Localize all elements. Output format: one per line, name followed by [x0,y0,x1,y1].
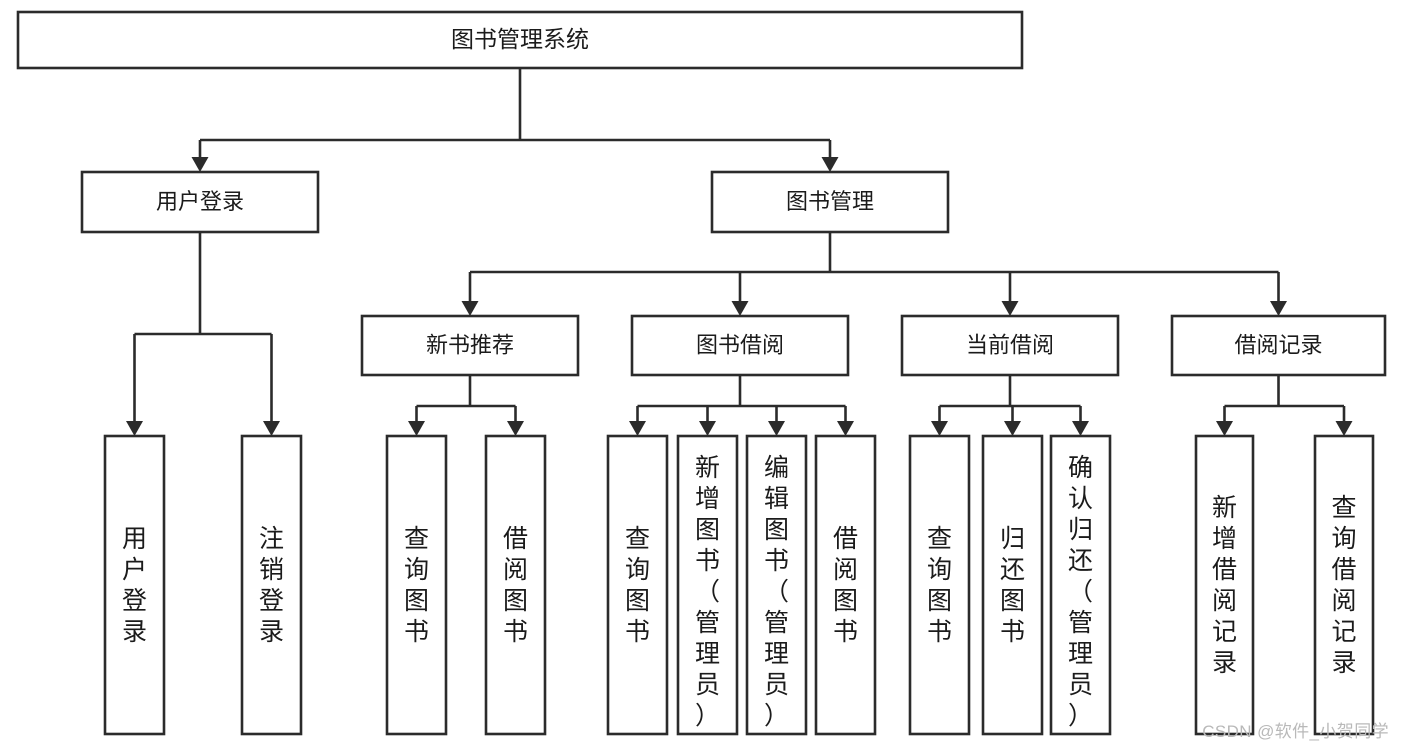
connector-book-borrow-to-leaf-query-book-borrow-arrowhead [629,421,646,436]
node-current-borrow[interactable]: 当前借阅 [900,314,1120,377]
node-leaf-borrow-book-rec-box [484,434,547,736]
connector-book-manage-to-new-book-recommend-arrowhead [461,301,479,316]
node-leaf-confirm-return[interactable]: 确认归还（管理员） [1049,434,1112,736]
connector-layer [126,68,1353,436]
node-book-borrow-label: 图书借阅 [696,332,784,357]
node-leaf-query-book-borrow[interactable]: 查询图书 [606,434,669,736]
node-leaf-logout-box [240,434,303,736]
node-leaf-user-login[interactable]: 用户登录 [103,434,166,736]
node-leaf-borrow-book-label: 借阅图书 [833,525,858,646]
node-leaf-confirm-return-box [1049,434,1112,736]
node-leaf-user-login-label: 用户登录 [122,525,147,646]
node-leaf-query-book-borrow-label: 查询图书 [625,525,650,646]
node-leaf-query-book-current-label: 查询图书 [927,525,952,646]
node-leaf-query-book-rec-box [385,434,448,736]
connector-book-borrow-to-leaf-borrow-book-arrowhead [837,421,854,436]
node-leaf-query-book-rec-label: 查询图书 [404,525,429,646]
connector-user-login-to-leaf-user-login-arrowhead [126,421,143,436]
node-leaf-edit-book[interactable]: 编辑图书（管理员） [745,434,808,736]
node-book-manage[interactable]: 图书管理 [710,170,950,234]
node-borrow-record[interactable]: 借阅记录 [1170,314,1387,377]
connector-user-login-to-leaf-logout-arrowhead [263,421,280,436]
node-leaf-return-book-label: 归还图书 [1000,525,1025,646]
node-current-borrow-box [900,314,1120,377]
node-current-borrow-label: 当前借阅 [966,332,1054,357]
node-leaf-query-book-rec[interactable]: 查询图书 [385,434,448,736]
node-user-login-box [80,170,320,234]
node-leaf-query-book-current-box [908,434,971,736]
node-leaf-add-record[interactable]: 新增借阅记录 [1194,434,1255,736]
node-leaf-query-record[interactable]: 查询借阅记录 [1313,434,1375,736]
node-root-root[interactable]: 图书管理系统 [16,10,1024,70]
node-leaf-query-book-current[interactable]: 查询图书 [908,434,971,736]
node-leaf-logout-label: 注销登录 [259,525,284,646]
node-leaf-query-record-label: 查询借阅记录 [1331,494,1356,677]
connector-new-book-recommend-to-leaf-query-book-rec-arrowhead [408,421,425,436]
connector-current-borrow-to-leaf-return-book-arrowhead [1004,421,1021,436]
node-leaf-add-record-box [1194,434,1255,736]
connector-borrow-record-to-leaf-query-record-arrowhead [1335,421,1353,436]
node-book-manage-label: 图书管理 [786,189,874,214]
connector-root-to-user-login-arrowhead [191,157,209,172]
connector-root-to-book-manage-arrowhead [821,157,839,172]
node-user-login[interactable]: 用户登录 [80,170,320,234]
node-leaf-add-book-box [676,434,739,736]
connector-book-manage-to-borrow-record-arrowhead [1270,301,1287,316]
node-leaf-add-record-label: 新增借阅记录 [1212,494,1237,677]
connector-current-borrow-to-leaf-query-book-current-arrowhead [931,421,948,436]
node-leaf-borrow-book-rec-label: 借阅图书 [503,525,528,646]
connector-new-book-recommend-to-leaf-borrow-book-rec-arrowhead [507,421,524,436]
node-book-borrow[interactable]: 图书借阅 [630,314,850,377]
node-layer: 图书管理系统用户登录图书管理新书推荐图书借阅当前借阅借阅记录用户登录注销登录查询… [16,10,1387,736]
node-borrow-record-box [1170,314,1387,377]
node-leaf-edit-book-label: 编辑图书（管理员） [764,454,789,730]
node-new-book-recommend[interactable]: 新书推荐 [360,314,580,377]
node-leaf-query-book-borrow-box [606,434,669,736]
node-leaf-confirm-return-label: 确认归还（管理员） [1068,454,1093,730]
node-leaf-logout[interactable]: 注销登录 [240,434,303,736]
node-book-manage-box [710,170,950,234]
connector-borrow-record-to-leaf-add-record-arrowhead [1216,421,1233,436]
node-book-borrow-box [630,314,850,377]
connector-book-manage-to-current-borrow-arrowhead [1001,301,1019,316]
node-leaf-add-book-label: 新增图书（管理员） [695,454,720,730]
node-root-root-label: 图书管理系统 [451,26,589,52]
node-new-book-recommend-box [360,314,580,377]
connector-book-borrow-to-leaf-edit-book-arrowhead [768,421,785,436]
node-root-root-box [16,10,1024,70]
connector-book-borrow-to-leaf-add-book-arrowhead [699,421,716,436]
node-new-book-recommend-label: 新书推荐 [426,332,514,357]
node-leaf-user-login-box [103,434,166,736]
node-leaf-borrow-book[interactable]: 借阅图书 [814,434,877,736]
node-leaf-borrow-book-rec[interactable]: 借阅图书 [484,434,547,736]
node-borrow-record-label: 借阅记录 [1234,332,1322,357]
node-leaf-query-record-box [1313,434,1375,736]
node-leaf-add-book[interactable]: 新增图书（管理员） [676,434,739,736]
connector-book-manage-to-book-borrow-arrowhead [731,301,749,316]
node-leaf-edit-book-box [745,434,808,736]
node-leaf-borrow-book-box [814,434,877,736]
node-user-login-label: 用户登录 [156,189,244,214]
node-leaf-return-book[interactable]: 归还图书 [981,434,1044,736]
connector-current-borrow-to-leaf-confirm-return-arrowhead [1072,421,1089,436]
node-leaf-return-book-box [981,434,1044,736]
